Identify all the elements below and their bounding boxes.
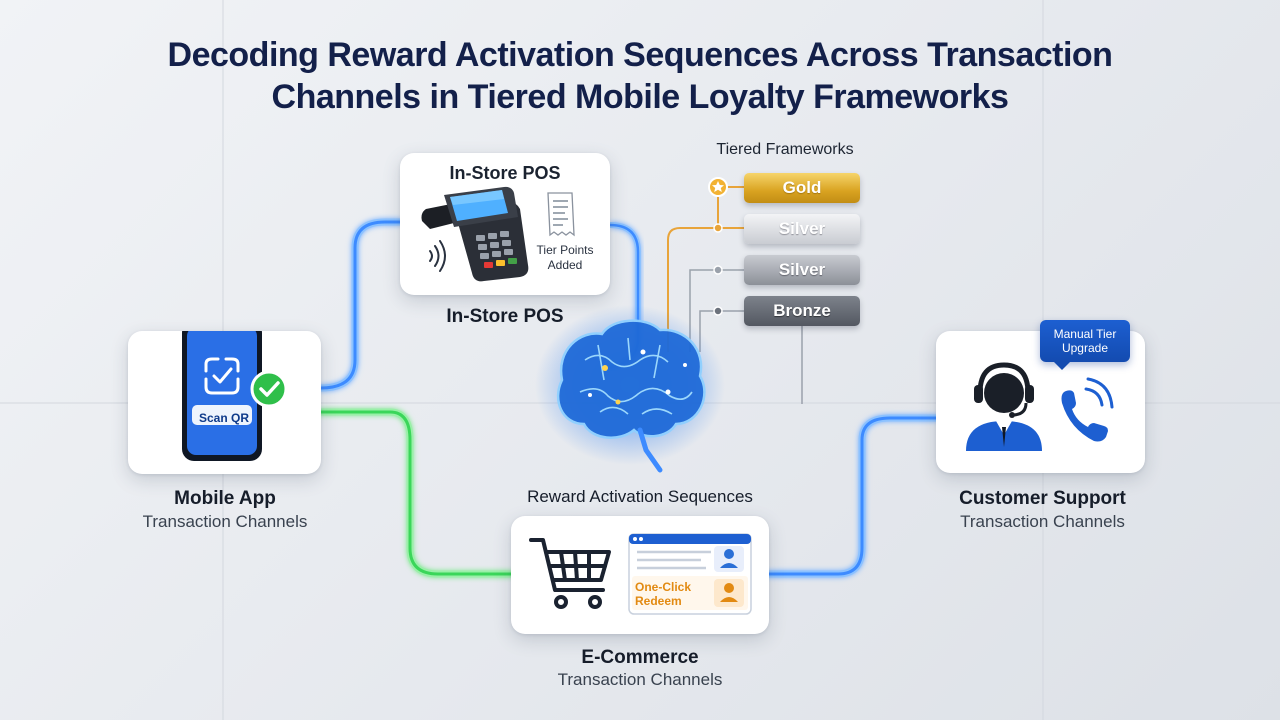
receipt-text: Tier Points Added — [530, 243, 600, 273]
pos-card-title: In-Store POS — [449, 163, 561, 183]
shopping-cart-icon — [529, 538, 611, 609]
brain-icon — [535, 305, 725, 473]
mobile-app-label: Mobile App — [174, 488, 276, 509]
receipt-line-1: Tier Points — [536, 243, 594, 257]
title-line-1: Decoding Reward Activation Sequences Acr… — [167, 36, 1113, 74]
page-title: Decoding Reward Activation Sequences Acr… — [0, 34, 1280, 118]
scan-qr-label: Scan QR — [198, 411, 249, 425]
redeem-line-1: One-Click — [635, 580, 692, 594]
receipt-line-2: Added — [547, 258, 583, 272]
ecommerce-sublabel: Transaction Channels — [557, 670, 723, 689]
redeem-line-2: Redeem — [635, 594, 682, 608]
flow-app-to-ecommerce — [317, 408, 515, 578]
tier-bronze[interactable]: Bronze — [744, 296, 860, 326]
pos-label: In-Store POS — [446, 306, 564, 327]
reward-sequences-label: Reward Activation Sequences — [527, 487, 753, 506]
flow-app-to-pos — [317, 218, 404, 392]
flow-ecommerce-to-support — [765, 414, 940, 578]
qr-scan-icon — [204, 357, 240, 395]
smartphone-icon — [182, 331, 288, 461]
tier-connectors — [667, 177, 803, 404]
support-agent-icon — [966, 362, 1042, 451]
tier-gold[interactable]: Gold — [744, 173, 860, 203]
mobile-app-sublabel: Transaction Channels — [142, 512, 308, 531]
tier-silver-dark[interactable]: Silver — [744, 255, 860, 285]
one-click-redeem[interactable]: One-Click Redeem — [635, 580, 715, 608]
manual-tier-upgrade-badge[interactable]: Manual Tier Upgrade — [1040, 320, 1130, 370]
user-avatar-icon — [720, 549, 738, 568]
support-label: Customer Support — [959, 488, 1126, 509]
phone-icon — [1061, 377, 1114, 442]
support-sublabel: Transaction Channels — [960, 512, 1125, 531]
browser-window-icon — [628, 533, 752, 615]
mobile-app-card[interactable]: Scan QR — [128, 331, 321, 474]
pos-terminal-icon — [421, 186, 575, 282]
badge-line-2: Upgrade — [1061, 341, 1108, 355]
ecommerce-label: E-Commerce — [581, 647, 699, 668]
title-line-2: Channels in Tiered Mobile Loyalty Framew… — [271, 78, 1009, 116]
check-badge-icon — [250, 370, 288, 408]
receipt-icon — [547, 192, 575, 237]
ecommerce-card[interactable]: One-Click Redeem — [511, 516, 769, 634]
badge-line-1: Manual Tier — [1053, 327, 1117, 341]
contactless-icon — [429, 240, 446, 272]
tiers-heading: Tiered Frameworks — [716, 141, 854, 158]
pos-card[interactable]: In-Store POS — [400, 153, 610, 295]
tier-silver[interactable]: Silver — [744, 214, 860, 244]
